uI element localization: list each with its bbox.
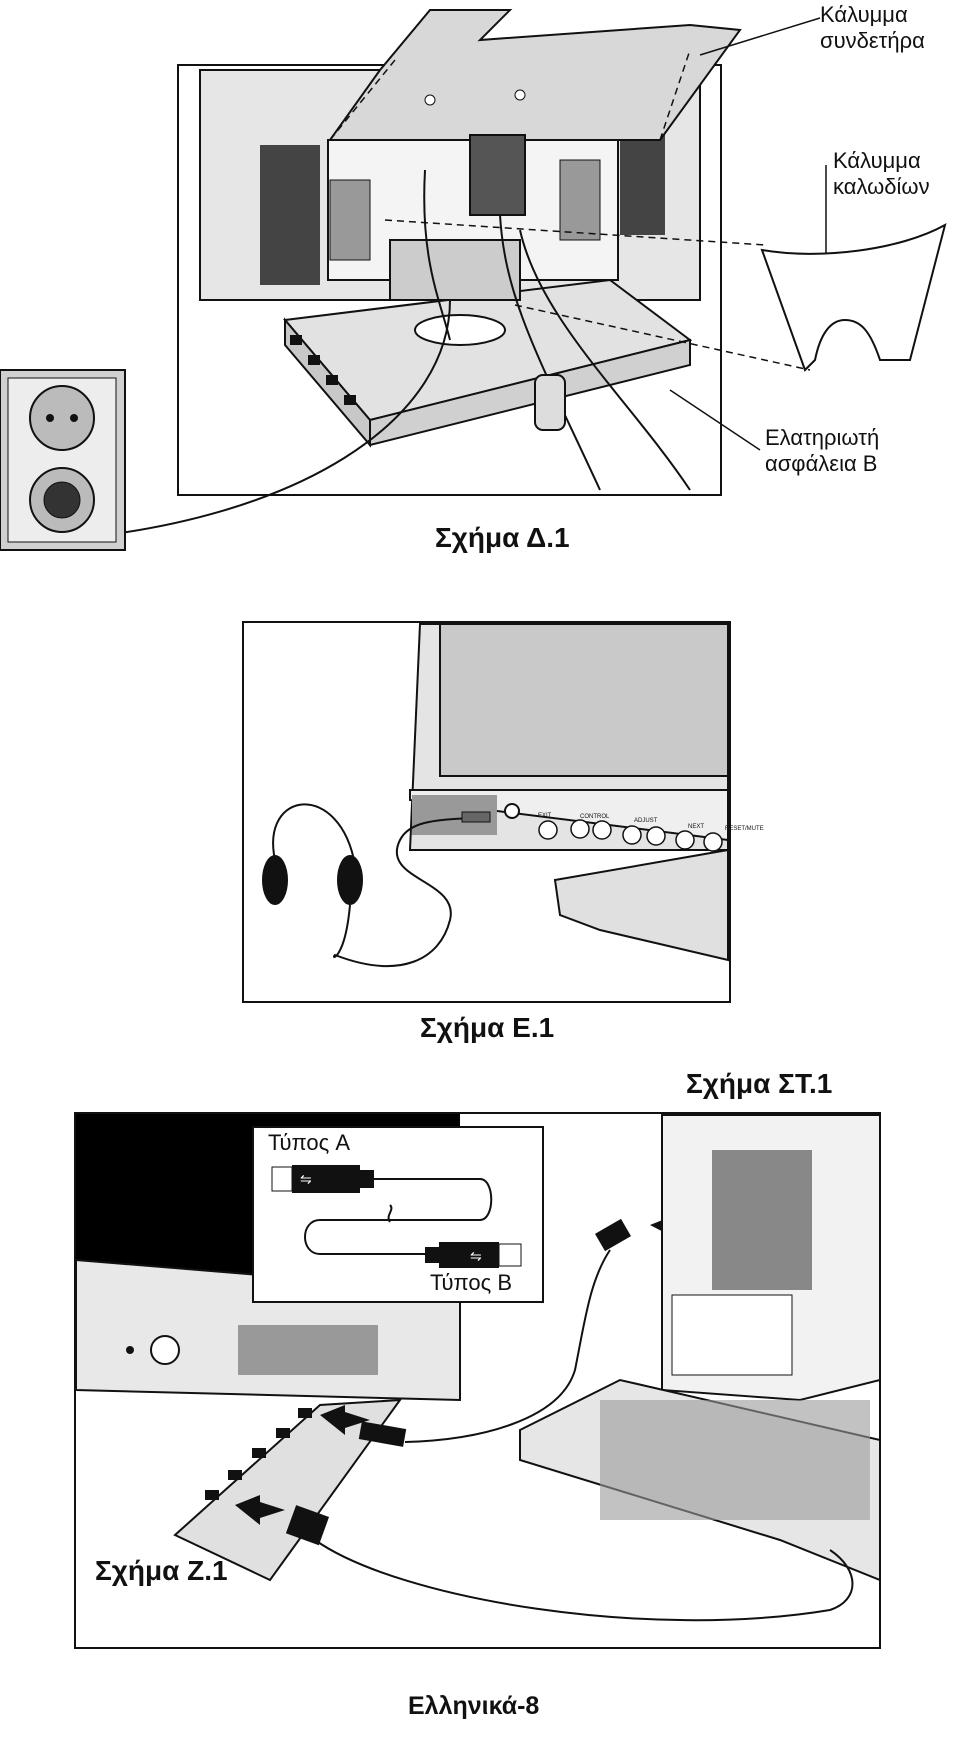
control-button-label-4: RESET/MUTE <box>725 826 764 832</box>
power-cable <box>59 299 451 541</box>
callout-spring-clip: Ελατηριωτή ασφάλεια B <box>765 425 879 477</box>
callout-spring-clip-line2: ασφάλεια B <box>765 451 878 476</box>
svg-text:⇋: ⇋ <box>470 1248 482 1264</box>
headphone-cable <box>333 817 471 968</box>
type-b-plug <box>425 1247 439 1263</box>
type-a-label: Τύπος A <box>268 1130 351 1155</box>
usb-cable-downstream <box>314 1539 854 1622</box>
callout-clip-cover-line1: Κάλυμμα <box>820 2 908 27</box>
svg-text:⇋: ⇋ <box>300 1171 312 1187</box>
figure-z1-caption: Σχήμα Z.1 <box>95 1555 228 1586</box>
pc-drive-vents <box>712 1150 812 1290</box>
power-plug <box>43 481 81 519</box>
usb-cable-upstream <box>404 1249 611 1443</box>
cable-cover-piece <box>760 222 947 372</box>
control-buttons <box>538 819 723 852</box>
ferrite-core <box>534 374 566 431</box>
callout-clip-cover-line2: συνδετήρα <box>820 28 925 53</box>
figure-d1-caption: Σχήμα Δ.1 <box>435 522 570 553</box>
left-vent <box>260 145 320 285</box>
figure-d1-illustration <box>0 9 947 551</box>
callout-cable-cover: Κάλυμμα καλωδίων <box>833 148 930 200</box>
callout-clip-cover: Κάλυμμα συνδετήρα <box>820 2 925 54</box>
arrow-downstream <box>235 1495 285 1525</box>
figure-e1-illustration: EXIT CONTROL ADJUST NEXT RESET/MUTE <box>242 621 764 1003</box>
figure-e1-caption: Σχήμα E.1 <box>420 1012 555 1043</box>
front-vent <box>238 1325 378 1375</box>
cable-type-inset <box>252 1126 544 1303</box>
power-button <box>150 1335 180 1365</box>
arrow-upstream <box>320 1405 370 1435</box>
page-footer-label: Ελληνικά-8 <box>408 1692 540 1720</box>
control-button-label-0: EXIT <box>538 813 552 819</box>
headphone-jack <box>504 803 520 819</box>
control-button-label-3: NEXT <box>688 824 704 830</box>
callout-cable-cover-line2: καλωδίων <box>833 174 930 199</box>
control-button-label-2: ADJUST <box>634 818 658 824</box>
control-button-label-1: CONTROL <box>580 814 610 820</box>
type-a-plug <box>271 1166 293 1192</box>
figure-st1-caption: Σχήμα ΣΤ.1 <box>686 1068 833 1099</box>
usb-hub-side <box>173 1398 403 1582</box>
callout-cable-cover-line1: Κάλυμμα <box>833 148 921 173</box>
callout-spring-clip-line1: Ελατηριωτή <box>765 425 880 450</box>
clip-cover <box>328 9 742 141</box>
type-b-label: Τύπος B <box>430 1270 513 1295</box>
headphones <box>272 803 356 866</box>
monitor-screen <box>439 623 729 777</box>
vga-connector <box>469 134 526 216</box>
right-vent <box>620 125 665 235</box>
